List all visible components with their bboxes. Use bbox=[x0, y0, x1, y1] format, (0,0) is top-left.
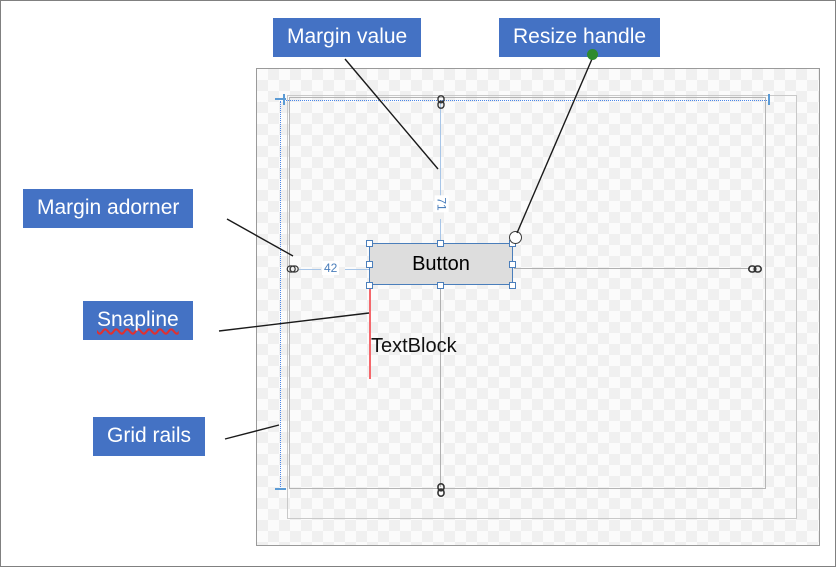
bottom-connector-rail bbox=[440, 284, 441, 487]
grid-rail-cap-right-horizontal bbox=[768, 94, 770, 105]
right-connector-rail bbox=[514, 268, 750, 269]
left-margin-line-inner bbox=[345, 269, 369, 270]
selection-handle-top-middle[interactable] bbox=[437, 240, 444, 247]
margin-adorner-left-chain-link-icon[interactable] bbox=[286, 262, 300, 276]
callout-grid-rails[interactable]: Grid rails bbox=[93, 417, 206, 456]
top-margin-line-upper bbox=[440, 101, 441, 204]
selection-handle-bottom-left[interactable] bbox=[366, 282, 373, 289]
left-margin-line-outer bbox=[299, 269, 321, 270]
resize-handle-green-marker-icon bbox=[587, 49, 598, 60]
left-margin-value[interactable]: 42 bbox=[322, 261, 340, 275]
top-margin-value[interactable]: 71 bbox=[434, 195, 449, 213]
callout-resize-handle[interactable]: Resize handle bbox=[499, 18, 661, 57]
top-margin-line-lower bbox=[440, 219, 441, 243]
margin-adorner-right-chain-link-icon[interactable] bbox=[748, 262, 762, 276]
callout-margin-adorner[interactable]: Margin adorner bbox=[23, 189, 194, 228]
callout-margin-value[interactable]: Margin value bbox=[273, 18, 422, 57]
snapline bbox=[369, 245, 371, 379]
button-element[interactable]: Button bbox=[369, 243, 513, 285]
margin-adorner-bottom-chain-link-icon[interactable] bbox=[434, 483, 448, 497]
callout-snapline[interactable]: Snapline bbox=[83, 301, 193, 340]
grid-rail-cap-left-horizontal bbox=[283, 94, 285, 105]
margin-adorner-top-chain-link-icon[interactable] bbox=[434, 95, 448, 109]
selection-handle-bottom-right[interactable] bbox=[509, 282, 516, 289]
selection-handle-middle-left[interactable] bbox=[366, 261, 373, 268]
selection-handle-bottom-middle[interactable] bbox=[437, 282, 444, 289]
selection-handle-top-left[interactable] bbox=[366, 240, 373, 247]
grid-rail-horizontal[interactable] bbox=[284, 100, 769, 101]
grid-rail-cap-top-left-vertical bbox=[275, 98, 286, 100]
grid-rail-cap-bottom-left-vertical bbox=[275, 488, 286, 490]
textblock-element[interactable]: TextBlock bbox=[371, 335, 457, 357]
grid-rail-vertical[interactable] bbox=[280, 101, 281, 489]
selection-handle-middle-right[interactable] bbox=[509, 261, 516, 268]
resize-circle-handle-icon[interactable] bbox=[509, 231, 522, 244]
design-canvas[interactable]: 71 42 bbox=[256, 68, 820, 546]
grid-panel-outline bbox=[289, 97, 766, 489]
